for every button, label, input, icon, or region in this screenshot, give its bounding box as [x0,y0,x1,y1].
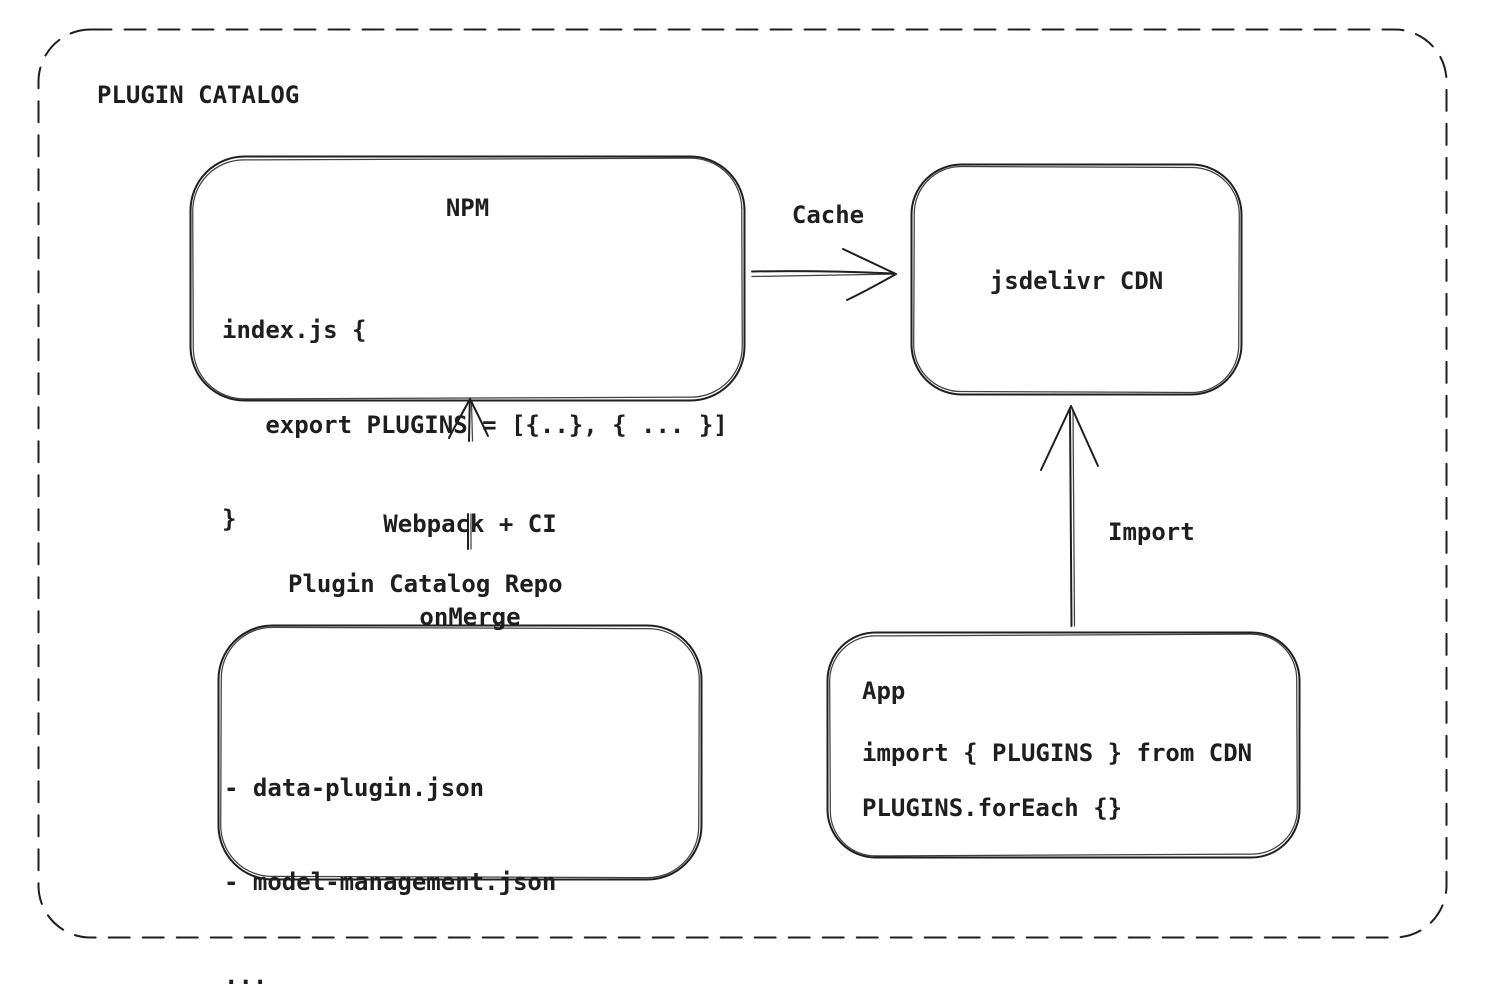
app-box-title: App [862,677,906,705]
repo-file-item: ... [224,962,268,990]
repo-box-heading: Plugin Catalog Repo [288,570,563,598]
webpack-ci-label-line: Webpack + CI [383,510,557,538]
webpack-arrowhead-icon [448,398,471,439]
npm-box-outline [189,155,746,402]
repo-box-outline [217,624,703,881]
webpack-ci-arrow [448,398,489,550]
app-code-import-line: import { PLUGINS } from CDN [862,739,1253,767]
webpack-ci-label-line: onMerge [419,603,521,631]
import-arrowhead-icon [1040,405,1072,471]
cache-arrow [751,248,897,301]
import-arrow [1040,405,1099,627]
npm-code-line: index.js { [222,316,367,344]
npm-code-block: index.js { export PLUGINS = [{..}, { ...… [222,252,728,599]
repo-file-item: - model-management.json [224,868,557,896]
npm-code-line: } [222,505,237,533]
repo-file-list: - data-plugin.json - model-management.js… [224,710,556,1002]
catalog-boundary-box [37,28,1448,939]
repo-file-item: - data-plugin.json [224,774,485,802]
cache-arrow-label: Cache [791,201,865,229]
cdn-box-label: jsdelivr CDN [989,267,1164,295]
import-arrow-label: Import [1108,518,1195,546]
diagram-title: PLUGIN CATALOG [97,81,300,109]
app-box-outline [826,631,1301,859]
app-code-foreach-line: PLUGINS.forEach {} [862,794,1123,822]
cdn-box-outline [910,163,1243,396]
cache-arrowhead-icon [842,248,897,275]
webpack-ci-arrow-label: Webpack + CI onMerge [345,447,595,695]
npm-code-line: export PLUGINS = [{..}, { ... }] [222,410,728,439]
npm-box-title: NPM [445,194,490,222]
